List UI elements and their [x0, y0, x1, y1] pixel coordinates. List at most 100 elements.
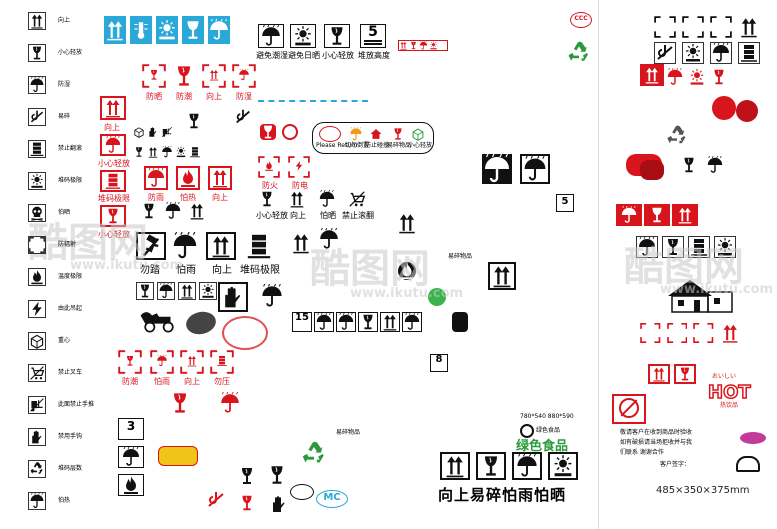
label-fangshai: 防晒: [146, 92, 162, 101]
red-umbrella-corner-icon: [232, 64, 256, 88]
green-food-small-text: 绿色食品: [536, 427, 561, 434]
left-strip-label: 防湿: [58, 81, 71, 88]
right-red-glass-box: [644, 204, 670, 226]
number-three: 3: [126, 419, 136, 433]
label-xiangshang-3: 向上: [212, 193, 228, 202]
flame-bottom-tile: [118, 474, 144, 496]
ccc-logo: CCC: [570, 12, 592, 28]
watermark-url-1: www.ikutu.com: [70, 258, 184, 273]
mini-cart-icon: [348, 190, 366, 208]
left-strip-symbol-slot: [28, 332, 46, 350]
left-strip-symbol-slot: [28, 236, 46, 254]
number-three-stack-tile: 3: [118, 418, 144, 440]
label-xiaoxin: 小心轻放: [98, 159, 130, 168]
stack-number: 5: [368, 24, 378, 40]
dimensions-small-text: 780*540 880*590: [520, 413, 574, 420]
house-illustration: [664, 274, 736, 314]
red-umbrella-box: [100, 134, 126, 156]
black-circle-badge: [452, 312, 468, 332]
left-strip-symbol-slot: [28, 172, 46, 190]
right-red-apple-2: [736, 100, 758, 122]
up-arrows-plain: [290, 232, 312, 254]
pill-label-2: 防止碰撞: [365, 142, 390, 149]
mc-logo: MC: [316, 490, 348, 508]
hands-bottom: [268, 494, 290, 514]
caption-up-tile: [440, 452, 470, 480]
number-eight: 8: [435, 354, 443, 365]
red-umbrella-large: [218, 392, 242, 414]
red-flame-box: [176, 166, 200, 190]
green-seal: [428, 288, 446, 306]
stack-height-tile: 5: [360, 24, 386, 48]
red-fragile-frame-1: [118, 350, 142, 374]
left-strip-symbol-slot: [28, 300, 46, 318]
right-umbrella-tile: [710, 42, 732, 64]
label-duima-jixian: 堆码极限: [98, 194, 130, 203]
pill-umbrella-icon: [349, 126, 363, 140]
left-strip-symbol-slot: [28, 396, 46, 414]
watermark-brand-2: 酷图网: [310, 246, 430, 292]
watermark-url-2: www.ikutu.com: [350, 286, 464, 301]
right-red-up-box-2: [672, 204, 698, 226]
right-bottom-up-box: [648, 364, 670, 384]
red-flame-corner-icon: [258, 156, 280, 178]
blue-sun-icon: [156, 16, 178, 44]
label-xiangshang-2: 向上: [104, 123, 120, 132]
hot-jp-text: おいしい: [712, 373, 737, 380]
left-strip-symbol-slot: [28, 428, 46, 446]
broken-glass-bottom: [236, 466, 258, 486]
carriage-illustration: [136, 304, 182, 334]
red-bolt-corner-icon: [288, 156, 310, 178]
right-red-umbrella-box: [616, 204, 642, 226]
red-postal-stamp: [222, 316, 268, 350]
label-duima-2: 堆码极限: [240, 265, 280, 276]
black-glass-small-icon: [185, 112, 203, 130]
red-glass-icon: [172, 64, 196, 88]
stack-limit-large-tile: [244, 232, 274, 260]
left-strip-label: 此面禁止手推: [58, 401, 95, 408]
umbrella-center-tile-3: [402, 312, 422, 332]
red-umbrella-box-2: [144, 166, 168, 190]
ccc-logo-bottom: [290, 484, 314, 500]
tile-row-under-big: 12: [136, 282, 256, 300]
red-umbrella-frame-1: [150, 350, 174, 374]
red-stack-box: [100, 170, 126, 192]
label-fangchao-2: 防潮: [122, 377, 138, 386]
left-strip-label: 由此吊起: [58, 305, 83, 312]
left-strip-label: 易碎: [58, 113, 71, 120]
avoid-moisture-label: 避免潮湿: [256, 51, 288, 60]
left-strip-symbol-slot: [28, 460, 46, 478]
label-payu-2: 怕雨: [154, 377, 170, 386]
no-smoking-sign: [612, 394, 646, 424]
label-fangyu: 防雨: [148, 193, 164, 202]
mini-umbrella-icon: [318, 190, 336, 208]
pill-house-icon: [369, 126, 383, 140]
label-yisui-wupin: 易碎物品: [448, 253, 473, 260]
red-small-glass-bottom: [238, 494, 256, 512]
right-sun-tile: [682, 42, 704, 64]
black-flame-roundel: [398, 262, 416, 280]
handle-care-label: 小心轻放: [322, 51, 354, 60]
right-gray-recycle: [664, 124, 690, 148]
glass-center-tile: [358, 312, 378, 332]
left-strip-symbol-slot: [28, 12, 46, 30]
avoid-sun-label: 避免日晒: [288, 51, 320, 60]
up-center-large-tile: [488, 262, 516, 290]
left-strip-label: 堆码层数: [58, 465, 83, 472]
right-top-corner-icons: [654, 16, 764, 40]
red-fragile-corner-icon: [142, 64, 166, 88]
right-black-icons-pair: [680, 156, 740, 176]
sun-tile: [290, 24, 316, 48]
label-fangchao: 防潮: [176, 92, 192, 101]
recycle-icon: [566, 40, 592, 66]
tile-sun: [199, 282, 217, 300]
hot-word: HOT: [707, 381, 751, 404]
blue-dashed-guide: [258, 100, 368, 118]
mini-up-icon: [288, 190, 306, 208]
up-center-tile: [380, 312, 400, 332]
box-dimensions: 485×350×375mm: [656, 485, 750, 496]
label-xiangshang-6: 向上: [184, 377, 200, 386]
green-food-logo-icon: [520, 424, 534, 438]
black-umbrella-block: [482, 154, 512, 184]
caption-glass-tile: [476, 452, 506, 480]
